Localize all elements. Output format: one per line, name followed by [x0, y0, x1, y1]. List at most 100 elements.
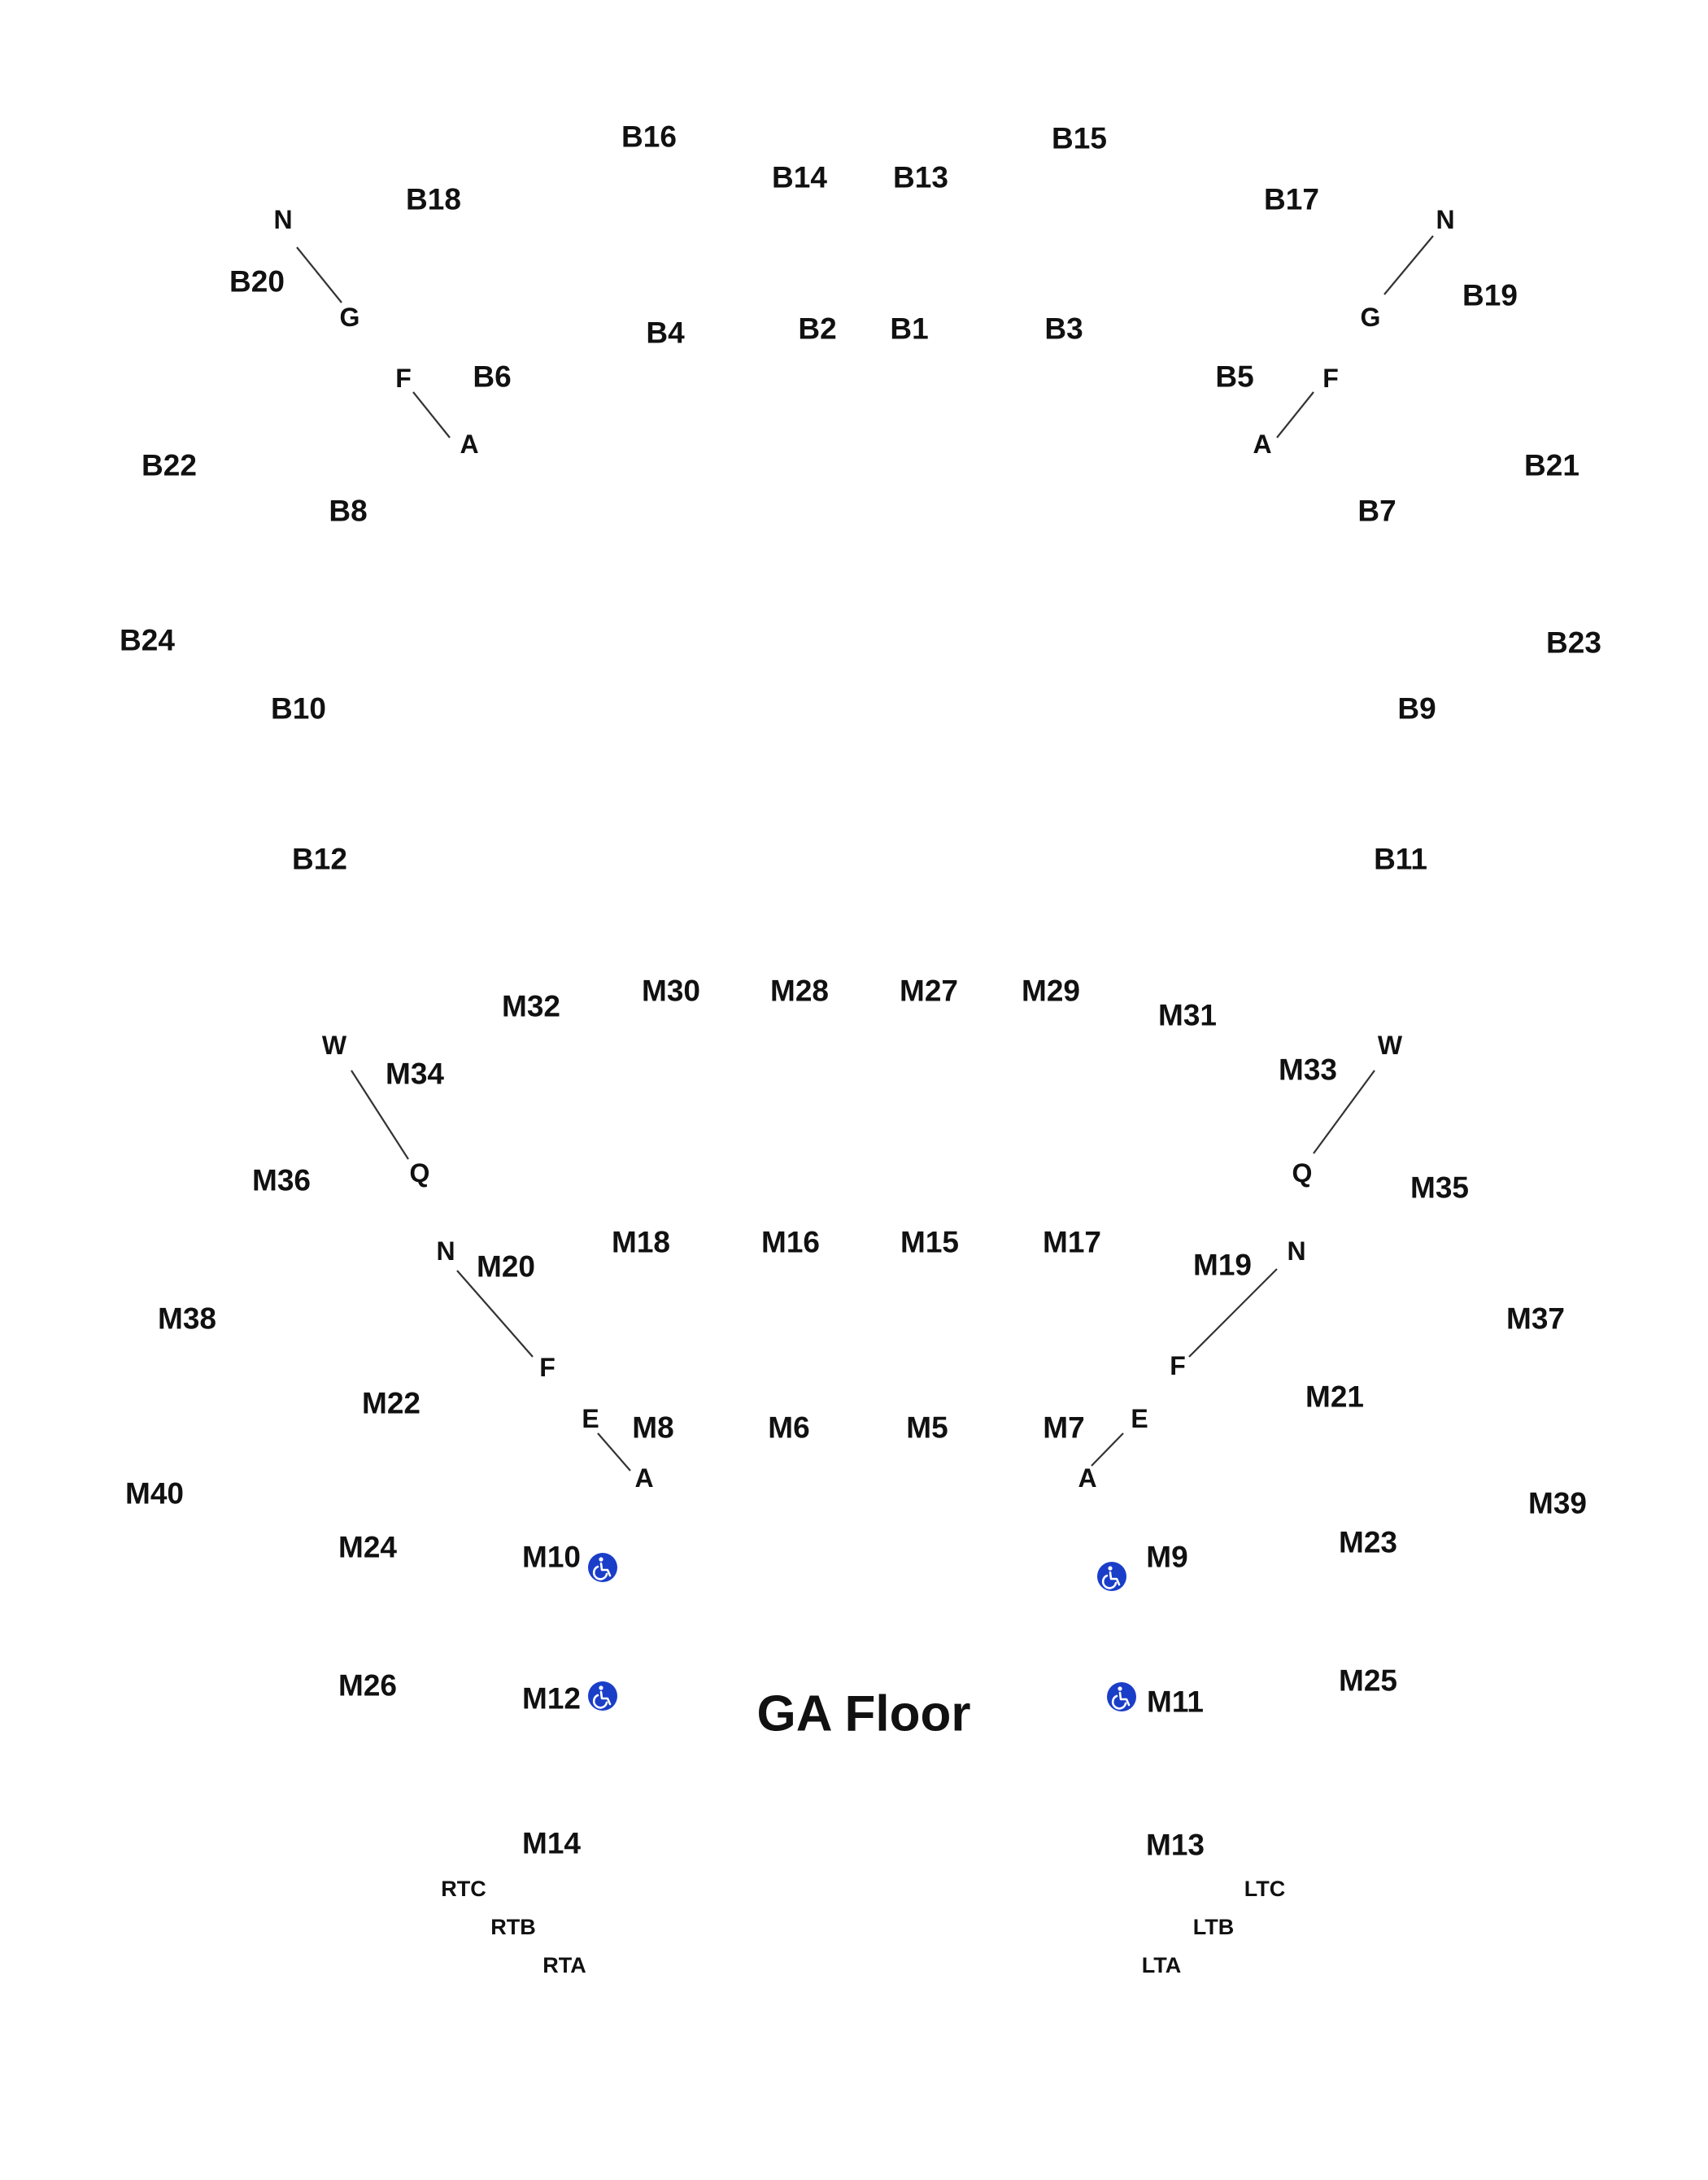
row-line-b8-f-a [412, 391, 451, 438]
section-m34[interactable]: M34 [386, 1057, 444, 1091]
row-line-m36-w-q [351, 1070, 409, 1160]
section-b22[interactable]: B22 [142, 449, 197, 482]
section-m6[interactable]: M6 [768, 1411, 809, 1445]
section-m32[interactable]: M32 [502, 990, 560, 1023]
section-m15[interactable]: M15 [900, 1226, 959, 1259]
row-letter-n-right-upper: N [1436, 205, 1454, 234]
section-b6[interactable]: B6 [473, 360, 511, 394]
row-letter-q-left-main: Q [410, 1158, 430, 1188]
section-m33[interactable]: M33 [1279, 1053, 1337, 1087]
section-m40[interactable]: M40 [125, 1477, 184, 1511]
row-letter-f-left-main: F [539, 1353, 556, 1382]
section-m14[interactable]: M14 [522, 1827, 581, 1860]
section-b2[interactable]: B2 [798, 312, 836, 346]
row-letter-w-left-main: W [322, 1031, 347, 1060]
row-line-b7-f-a [1276, 391, 1314, 438]
section-m31[interactable]: M31 [1158, 999, 1217, 1032]
row-line-m8-e-a [597, 1432, 631, 1472]
row-letter-n-left-upper: N [273, 205, 292, 234]
wheelchair-icon[interactable] [588, 1553, 617, 1582]
row-letter-f-right-upper: F [1322, 364, 1339, 393]
section-m17[interactable]: M17 [1043, 1226, 1101, 1259]
upper-level-sections: B16 B15 B14 B13 B18 B17 B20 B19 B4 B2 B1… [120, 120, 1601, 876]
row-line-b19-n-g [1383, 235, 1434, 295]
riser-labels: RTC RTB RTA LTC LTB LTA [441, 1877, 1285, 1977]
section-m20[interactable]: M20 [477, 1250, 535, 1284]
section-m16[interactable]: M16 [761, 1226, 820, 1259]
riser-rtb[interactable]: RTB [490, 1915, 536, 1939]
section-m35[interactable]: M35 [1410, 1171, 1469, 1205]
riser-lta[interactable]: LTA [1142, 1953, 1181, 1977]
row-letter-q-right-main: Q [1292, 1158, 1313, 1188]
section-b3[interactable]: B3 [1044, 312, 1083, 346]
section-m12[interactable]: M12 [522, 1682, 581, 1716]
section-m9[interactable]: M9 [1146, 1541, 1187, 1574]
row-letter-e-left-main: E [582, 1404, 599, 1433]
row-line-b20-n-g [296, 246, 342, 303]
section-b9[interactable]: B9 [1397, 692, 1436, 726]
section-b17[interactable]: B17 [1264, 183, 1319, 216]
ga-floor-label[interactable]: GA Floor [757, 1686, 971, 1742]
section-m7[interactable]: M7 [1043, 1411, 1084, 1445]
section-m27[interactable]: M27 [900, 974, 958, 1008]
section-m5[interactable]: M5 [906, 1411, 948, 1445]
section-b5[interactable]: B5 [1215, 360, 1253, 394]
section-m8[interactable]: M8 [632, 1411, 673, 1445]
row-letter-f-right-main: F [1170, 1351, 1186, 1380]
row-line-m35-w-q [1313, 1070, 1375, 1154]
section-b12[interactable]: B12 [292, 843, 347, 876]
section-b19[interactable]: B19 [1462, 279, 1518, 312]
section-b24[interactable]: B24 [120, 624, 175, 657]
section-b14[interactable]: B14 [772, 161, 827, 194]
row-letter-a-left-upper: A [460, 429, 478, 459]
row-line-m22-n-f [456, 1270, 534, 1358]
row-letter-a-right-main: A [1078, 1463, 1096, 1493]
section-m37[interactable]: M37 [1506, 1302, 1565, 1336]
row-letter-g-right-upper: G [1361, 303, 1381, 332]
wheelchair-icon[interactable] [1097, 1562, 1126, 1591]
section-m36[interactable]: M36 [252, 1164, 311, 1197]
section-m38[interactable]: M38 [158, 1302, 216, 1336]
section-m18[interactable]: M18 [612, 1226, 670, 1259]
upper-row-letters: N G F A N G F A [273, 205, 1454, 459]
section-m30[interactable]: M30 [642, 974, 700, 1008]
riser-ltb[interactable]: LTB [1193, 1915, 1234, 1939]
section-b7[interactable]: B7 [1357, 495, 1396, 528]
section-m25[interactable]: M25 [1339, 1664, 1397, 1698]
riser-ltc[interactable]: LTC [1244, 1877, 1285, 1901]
section-m29[interactable]: M29 [1022, 974, 1080, 1008]
row-letter-a-right-upper: A [1253, 429, 1271, 459]
row-letter-w-right-main: W [1378, 1031, 1403, 1060]
wheelchair-icon[interactable] [1107, 1682, 1136, 1711]
row-letter-g-left-upper: G [340, 303, 360, 332]
section-b1[interactable]: B1 [890, 312, 928, 346]
section-m13[interactable]: M13 [1146, 1829, 1205, 1862]
riser-rta[interactable]: RTA [542, 1953, 586, 1977]
section-m21[interactable]: M21 [1305, 1380, 1364, 1414]
section-b20[interactable]: B20 [229, 265, 285, 299]
section-b11[interactable]: B11 [1374, 843, 1427, 876]
section-b23[interactable]: B23 [1546, 626, 1601, 660]
section-b8[interactable]: B8 [329, 495, 367, 528]
section-b10[interactable]: B10 [271, 692, 326, 726]
section-m11[interactable]: M11 [1147, 1685, 1204, 1719]
row-line-m21-n-f [1188, 1268, 1278, 1358]
section-b15[interactable]: B15 [1052, 122, 1107, 155]
section-m28[interactable]: M28 [770, 974, 829, 1008]
section-m26[interactable]: M26 [338, 1669, 397, 1703]
section-b4[interactable]: B4 [646, 316, 685, 350]
main-level-sections: M30 M28 M27 M29 M32 M31 M34 M33 M36 M35 … [125, 974, 1587, 1862]
riser-rtc[interactable]: RTC [441, 1877, 486, 1901]
section-m23[interactable]: M23 [1339, 1526, 1397, 1559]
section-b18[interactable]: B18 [406, 183, 461, 216]
section-m22[interactable]: M22 [362, 1387, 420, 1420]
section-m19[interactable]: M19 [1193, 1249, 1252, 1282]
section-b16[interactable]: B16 [621, 120, 677, 154]
section-b21[interactable]: B21 [1524, 449, 1579, 482]
section-m24[interactable]: M24 [338, 1531, 397, 1564]
section-m10[interactable]: M10 [522, 1541, 581, 1574]
section-m39[interactable]: M39 [1528, 1487, 1587, 1520]
wheelchair-icon[interactable] [588, 1681, 617, 1711]
section-b13[interactable]: B13 [893, 161, 948, 194]
